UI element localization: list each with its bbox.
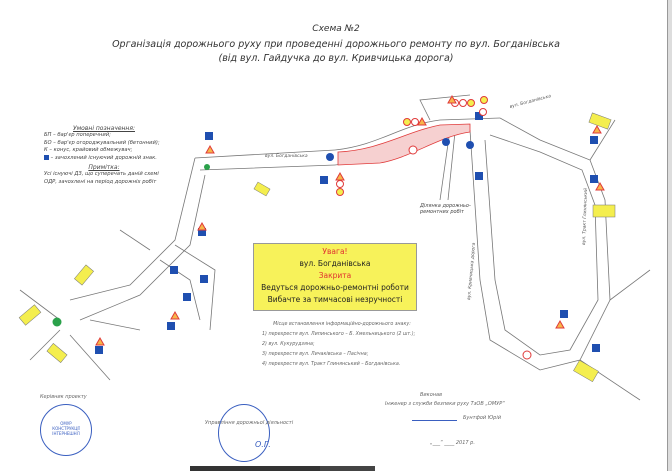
middle-stamp: [218, 404, 270, 462]
road-signs-blue: [95, 112, 600, 354]
place-item: 1) перехрестя вул. Липинського – Б. Хмел…: [262, 332, 416, 337]
legend-heading: Умовні позначення:: [73, 125, 135, 132]
places-heading: Місце встановлення інформаційно-дорожньо…: [273, 322, 411, 327]
roundabout-icon: [204, 164, 210, 170]
street-label: вул. Богданівська: [265, 153, 308, 159]
roundabout-icon: [52, 317, 62, 327]
note-heading: Примітка:: [88, 164, 120, 172]
info-boards: [18, 112, 616, 383]
notice-line: вул. Богданівська: [299, 259, 371, 268]
middle-signature-name: О.Г.: [255, 440, 271, 449]
legend-item: БП – бар'єр поперечний;: [44, 132, 111, 139]
place-item: 3) перехрестя вул. Личаківська – Пасічна…: [262, 352, 369, 357]
right-signature-title: Виконав: [420, 392, 443, 398]
page-subtitle: (від вул. Гайдучка до вул. Кривчицька до…: [218, 53, 454, 64]
middle-signature-title: Управління дорожньої діяльності: [205, 420, 294, 426]
right-signature-role: Інженер з служби безпеки руху ТзОВ „ОМУР…: [385, 401, 505, 407]
sign-places: Місце встановлення інформаційно-дорожньо…: [262, 320, 422, 370]
right-signature-line: [412, 412, 457, 421]
street-label: вул. Тракт Глинянський: [581, 188, 589, 245]
notice-line: Увага!: [322, 247, 348, 256]
left-signature-title: Керівник проекту: [40, 394, 87, 400]
notice-line: Вибачте за тимчасові незручності: [267, 295, 403, 304]
legend-item: К – конус, крайовий обмежувач;: [44, 147, 133, 154]
road-signs-red: [95, 94, 605, 360]
street-label: вул. Кривчицька дорога: [466, 242, 477, 300]
right-signature-name: Бунтфой Юрій: [463, 415, 501, 421]
notice-line: Ведуться дорожньо-ремонтні роботи: [261, 283, 409, 292]
page-edge: [667, 0, 672, 471]
street-label: вул. Богданівська: [509, 93, 552, 110]
info-notice-board: Увага! вул. Богданівська Закрита Ведутьс…: [253, 243, 417, 311]
scheme-number: Схема №2: [312, 24, 360, 34]
signature-date: „___“ ____ 2017 р.: [430, 440, 475, 446]
page-title: Організація дорожнього руху при проведен…: [112, 39, 560, 50]
note-text: Усі існуючі ДЗ, що суперечать даній схем…: [44, 171, 159, 185]
legend-item: – зачохлений існуючий дорожній знак.: [50, 154, 157, 161]
bottom-bar: [190, 466, 320, 471]
bottom-bar: [320, 466, 375, 471]
place-item: 2) вул. Кукурудзяна;: [262, 342, 315, 347]
legend-item: БО – бар'єр огороджувальний (бетонний);: [44, 139, 160, 146]
place-item: 4) перехрестя вул. Тракт Глинянський – Б…: [262, 362, 401, 367]
work-zone-label: Ділянка дорожньо-ремонтних робіт: [420, 203, 471, 215]
work-zone: [337, 123, 471, 166]
notice-line: Закрита: [318, 271, 352, 280]
legend: Умовні позначення: БП – бар'єр поперечни…: [44, 125, 164, 186]
covered-sign-icon: [44, 154, 49, 160]
